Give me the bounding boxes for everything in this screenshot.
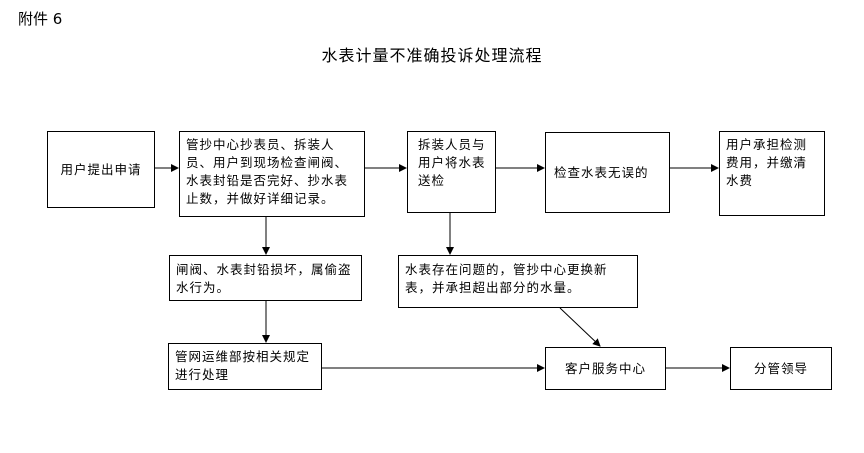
step-send-test: 拆装人员与用户将水表送检 [407, 131, 496, 213]
step-customer-center: 客户服务中心 [545, 347, 666, 390]
page-title: 水表计量不准确投诉处理流程 [321, 46, 543, 65]
step-meter-problem: 水表存在问题的，管抄中心更换新表，并承担超出部分的水量。 [398, 255, 638, 308]
step-inspect: 管抄中心抄表员、拆装人员、用户到现场检查闸阀、水表封铅是否完好、抄水表止数，并做… [179, 131, 365, 217]
step-user-pays: 用户承担检测费用，并缴清水费 [719, 131, 825, 216]
step-seal-broken: 闸阀、水表封铅损坏，属偷盗水行为。 [169, 255, 362, 301]
step-apply: 用户提出申请 [47, 131, 155, 208]
step-network-dept: 管网运维部按相关规定进行处理 [168, 343, 322, 390]
arrow-meterproblem-to-customer [559, 307, 601, 347]
step-meter-ok: 检查水表无误的 [545, 132, 670, 213]
step-leader: 分管领导 [730, 347, 832, 390]
attachment-label: 附件 6 [18, 10, 63, 28]
